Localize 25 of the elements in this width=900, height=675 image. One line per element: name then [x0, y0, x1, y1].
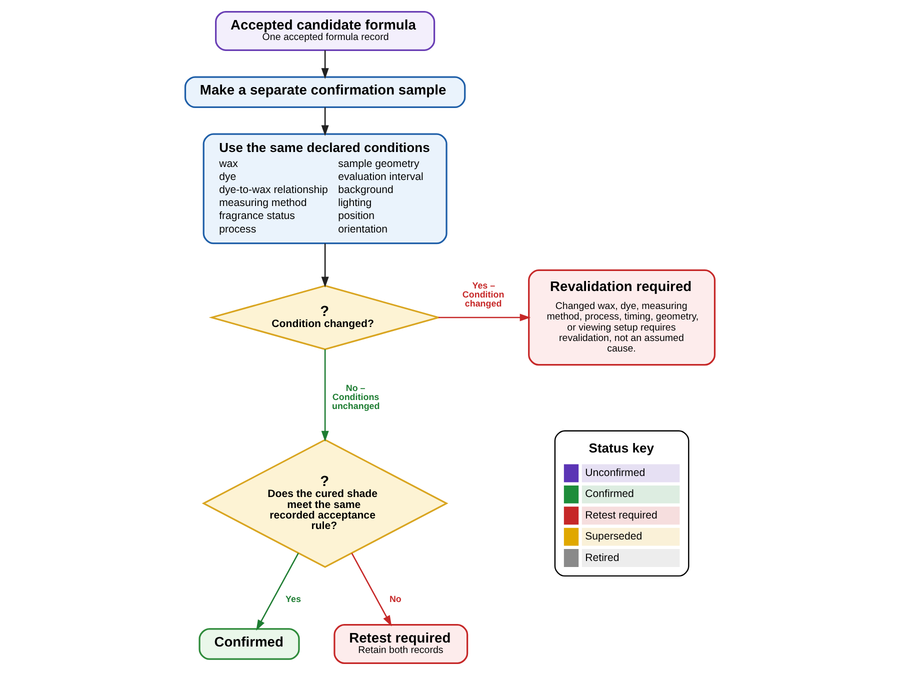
node-box: Make a separate confirmation sample	[184, 76, 466, 108]
arrow	[321, 243, 329, 288]
node-box: Use the same declared conditions wax sample geometry dye evaluation interval dye-to-wax relationship background measuring method lighting fragrance status position process orientation	[202, 133, 448, 244]
legend-label: Superseded	[585, 530, 642, 543]
legend-label: Retired	[585, 552, 620, 564]
arrow	[321, 50, 329, 79]
legend-label: Confirmed	[585, 488, 634, 500]
node-box: Accepted candidate formula One accepted formula record	[215, 11, 436, 51]
arrow	[351, 552, 392, 626]
arrow	[438, 314, 531, 322]
edge-label: No	[389, 594, 402, 604]
arrow	[256, 552, 299, 631]
node-box: Revalidation required Changed wax, dye, measuring method, process, timing, geometry, or viewing setup requires revalidation, not an assumed cause.	[528, 269, 716, 366]
edge-label: Yes	[286, 594, 301, 604]
label: Status key	[588, 440, 654, 456]
node-box: Retest required Retain both records	[334, 624, 468, 664]
legend-label: Unconfirmed	[585, 467, 646, 480]
edge-label: Yes – Condition changed	[462, 280, 504, 308]
arrow	[321, 107, 329, 136]
node-diamond: ? Does the cured shade meet the same recorded acceptance rule?	[202, 438, 448, 568]
arrow	[321, 349, 329, 442]
node-diamond: ? Condition changed?	[208, 284, 442, 350]
node-box: Confirmed	[198, 628, 300, 660]
legend-label: Retest required	[585, 509, 658, 522]
edge-label: No – Conditions unchanged	[332, 383, 380, 412]
